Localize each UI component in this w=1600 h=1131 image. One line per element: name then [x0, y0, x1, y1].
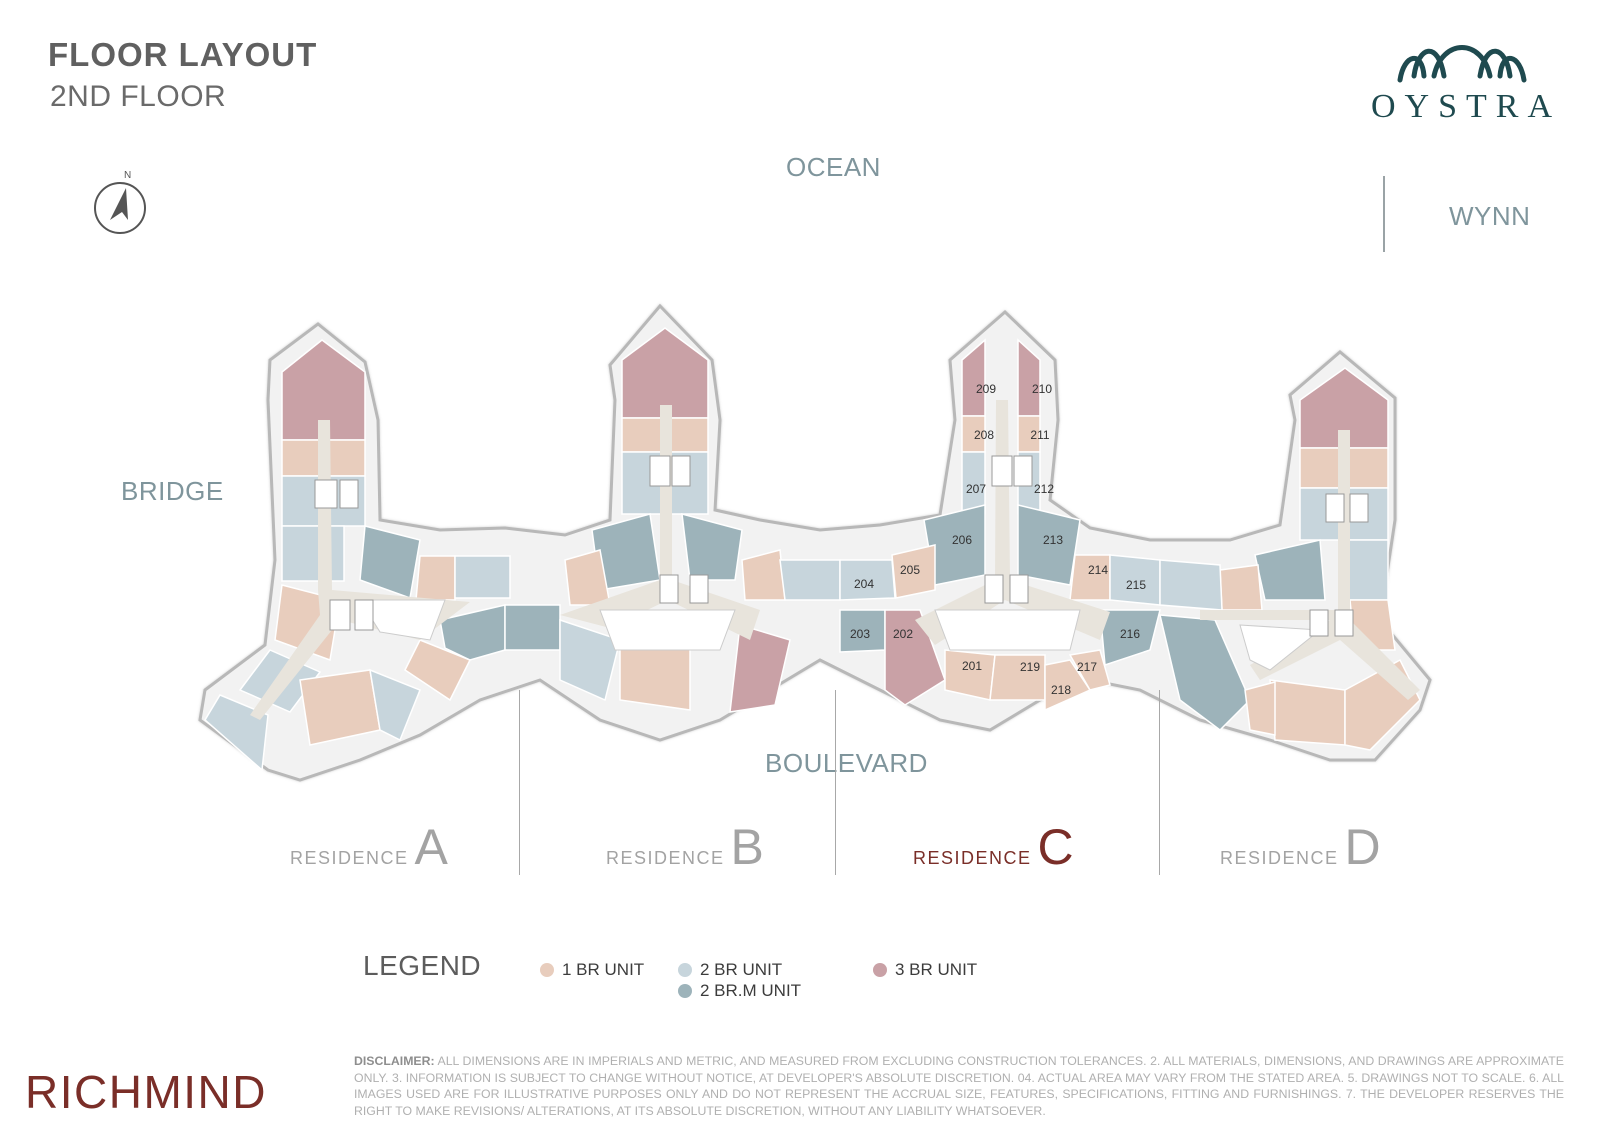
legend-dot-2brm [678, 984, 692, 998]
residence-divider-ab [519, 690, 520, 875]
legend-item-1br: 1 BR UNIT [540, 960, 644, 980]
unit-206: 206 [952, 533, 972, 547]
residence-a-label: RESIDENCE A [290, 819, 448, 875]
north-compass-icon: N [94, 170, 146, 234]
oystra-logo: OYSTRA [1360, 36, 1565, 126]
tower-c-units [839, 338, 1161, 712]
legend-dot-1br [540, 963, 554, 977]
ocean-label: OCEAN [786, 152, 881, 182]
tower-d-units [1159, 367, 1421, 751]
compass-north-letter: N [124, 170, 131, 181]
residence-divider-cd [1159, 690, 1160, 875]
unit-214: 214 [1088, 563, 1108, 577]
residence-divider-bc [835, 690, 836, 875]
unit-205: 205 [900, 563, 920, 577]
unit-216: 216 [1120, 627, 1140, 641]
legend-item-2brm: 2 BR.M UNIT [678, 981, 801, 1001]
oystra-wordmark: OYSTRA [1370, 88, 1562, 125]
unit-207: 207 [966, 482, 986, 496]
legend-item-2br: 2 BR UNIT [678, 960, 782, 980]
unit-204: 204 [854, 577, 874, 591]
residence-b-label: RESIDENCE B [606, 819, 764, 875]
unit-212: 212 [1034, 482, 1054, 496]
unit-215: 215 [1126, 578, 1146, 592]
unit-208: 208 [974, 428, 994, 442]
page-title: FLOOR LAYOUT [48, 36, 318, 73]
elevator-cores [314, 455, 1369, 637]
unit-210: 210 [1032, 382, 1052, 396]
building-outline [198, 303, 1432, 782]
unit-number-labels: 201 202 203 204 205 206 207 208 209 210 … [850, 382, 1146, 697]
legend-dot-3br [873, 963, 887, 977]
disclaimer-text: DISCLAIMER: ALL DIMENSIONS ARE IN IMPERI… [354, 1054, 1564, 1118]
unit-219: 219 [1020, 660, 1040, 674]
unit-203: 203 [850, 627, 870, 641]
legend-item-3br: 3 BR UNIT [873, 960, 977, 980]
unit-211: 211 [1030, 428, 1049, 442]
legend-title: LEGEND [363, 950, 482, 981]
unit-201: 201 [962, 659, 982, 673]
oystra-wave-icon [1397, 45, 1527, 83]
unit-218: 218 [1051, 683, 1071, 697]
wynn-label: WYNN [1449, 201, 1531, 231]
wynn-divider [1383, 176, 1385, 252]
residence-d-label: RESIDENCE D [1220, 819, 1381, 875]
richmind-logo: RICHMIND [25, 1066, 267, 1118]
boulevard-label: BOULEVARD [765, 748, 928, 778]
unit-217: 217 [1077, 660, 1097, 674]
residence-c-label: RESIDENCE C [913, 819, 1074, 875]
bridge-label: BRIDGE [121, 476, 224, 506]
unit-213: 213 [1043, 533, 1063, 547]
unit-209: 209 [976, 382, 996, 396]
floor-subtitle: 2ND FLOOR [50, 80, 227, 113]
unit-202: 202 [893, 627, 913, 641]
legend-dot-2br [678, 963, 692, 977]
